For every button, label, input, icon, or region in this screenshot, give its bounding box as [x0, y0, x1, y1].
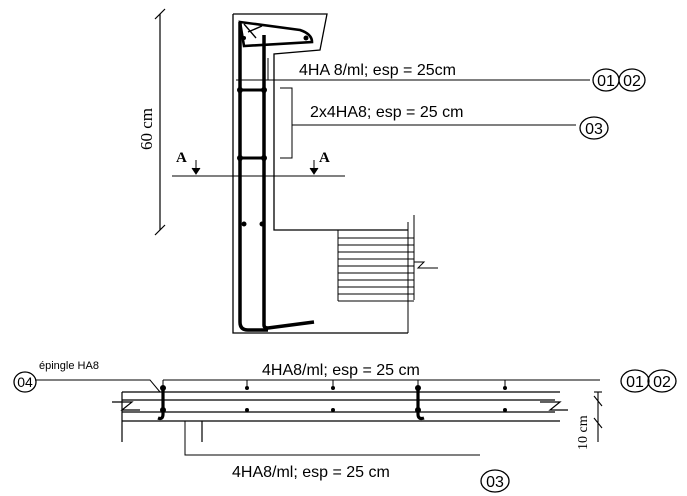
tag-label-02: 02 — [623, 73, 641, 90]
tag-circle-03-b — [480, 469, 510, 493]
section-mark-left: A — [176, 150, 187, 166]
main-bar-right — [262, 35, 315, 330]
tag-label-04: 04 — [17, 374, 33, 390]
section-bar-dots — [160, 385, 507, 413]
height-dimension — [154, 8, 166, 236]
top-hook-inner — [243, 23, 263, 39]
elevation-bar-dots — [237, 35, 309, 227]
tag-circle-02 — [618, 68, 646, 92]
tag-label-01-b: 01 — [626, 374, 644, 391]
callout-bottom-bars: 4HA8/ml; esp = 25 cm — [232, 464, 390, 481]
tie-right — [416, 386, 425, 421]
callout-top-bars: 4HA8/ml; esp = 25 cm — [262, 362, 420, 379]
thickness-dimension — [593, 391, 603, 442]
section-mark-right: A — [319, 150, 330, 166]
tag-circle-02-b — [647, 369, 677, 393]
tag-label-01: 01 — [597, 73, 615, 90]
section-rebar — [122, 386, 555, 421]
leader-top-bars — [162, 379, 600, 386]
leader-distribution-bars — [280, 87, 576, 159]
tie-label: épingle HA8 — [39, 360, 99, 372]
leader-main-bars — [236, 58, 590, 81]
leader-tie — [35, 379, 161, 393]
leader-bottom-bars — [184, 421, 480, 456]
callout-main-bars: 4HA 8/ml; esp = 25cm — [299, 62, 456, 79]
tie-left — [157, 386, 165, 421]
tag-circle-04 — [13, 371, 37, 393]
tag-circle-01-b — [620, 369, 650, 393]
section-view — [35, 379, 603, 456]
tag-label-03: 03 — [585, 121, 603, 138]
section-tags — [13, 369, 677, 493]
callout-distribution-bars: 2x4HA8; esp = 25 cm — [310, 104, 463, 121]
main-bar-left — [238, 22, 268, 332]
section-line — [172, 160, 345, 177]
tag-circle-03 — [579, 116, 609, 140]
height-label: 60 cm — [137, 108, 156, 150]
elevation-view — [154, 8, 590, 334]
thickness-label: 10 cm — [576, 415, 591, 450]
top-hook — [238, 20, 314, 48]
stair-steps — [337, 215, 438, 333]
elevation-tags — [579, 68, 646, 140]
elevation-concrete-outline — [232, 13, 408, 334]
elevation-rebar — [238, 20, 315, 332]
tag-label-02-b: 02 — [653, 374, 671, 391]
tag-label-03-b: 03 — [486, 474, 504, 491]
